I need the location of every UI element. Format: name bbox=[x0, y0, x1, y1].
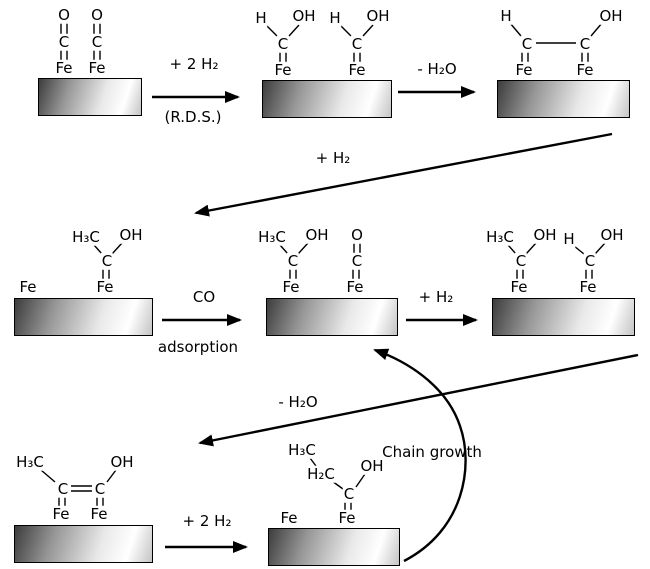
arrow-plus-h2-diagonal bbox=[194, 132, 613, 217]
atom-c: C bbox=[578, 34, 592, 53]
atom-h3c: H₃C bbox=[71, 227, 101, 246]
fe-surface-2 bbox=[262, 80, 392, 118]
atom-c: C bbox=[286, 251, 300, 270]
arrow-minus-h2o-diagonal bbox=[198, 353, 639, 447]
label-plus-2h2: + 2 H₂ bbox=[169, 54, 219, 73]
arrow-chain-growth bbox=[373, 348, 467, 563]
label-plus-2h2-bottom: + 2 H₂ bbox=[182, 511, 232, 530]
atom-fe: Fe bbox=[87, 58, 107, 77]
atom-h3c: H₃C bbox=[287, 440, 317, 459]
atom-c: C bbox=[583, 251, 597, 270]
atom-h: H bbox=[499, 6, 513, 25]
atom-oh: OH bbox=[291, 6, 317, 25]
bonds-structure-7 bbox=[40, 469, 117, 507]
label-chain-growth: Chain growth bbox=[382, 442, 482, 461]
atom-oh: OH bbox=[598, 6, 624, 25]
atom-o: O bbox=[350, 225, 364, 244]
bonds-structure-8 bbox=[309, 457, 366, 511]
atom-c: C bbox=[56, 479, 70, 498]
atom-oh: OH bbox=[365, 6, 391, 25]
atom-c: C bbox=[90, 32, 104, 51]
label-minus-h2o-diag: - H₂O bbox=[278, 392, 318, 411]
label-plus-h2: + H₂ bbox=[418, 287, 454, 306]
atom-c: C bbox=[93, 479, 107, 498]
fe-surface-7 bbox=[14, 525, 153, 563]
atom-fe: Fe bbox=[273, 60, 293, 79]
atom-c: C bbox=[276, 34, 290, 53]
label-plus-h2-diag: + H₂ bbox=[315, 148, 351, 167]
atom-oh: OH bbox=[599, 225, 625, 244]
atom-fe: Fe bbox=[575, 60, 595, 79]
atom-c: C bbox=[342, 484, 356, 503]
fe-surface-6 bbox=[492, 298, 635, 336]
atom-fe: Fe bbox=[509, 277, 529, 296]
label-minus-h2o-top: - H₂O bbox=[417, 59, 457, 78]
atom-h: H bbox=[254, 8, 268, 27]
atom-c: C bbox=[100, 251, 114, 270]
fe-surface-3 bbox=[497, 80, 630, 118]
atom-fe: Fe bbox=[281, 277, 301, 296]
atom-c: C bbox=[350, 251, 364, 270]
atom-h: H bbox=[328, 8, 342, 27]
atom-h3c: H₃C bbox=[257, 227, 287, 246]
fe-surface-8 bbox=[268, 528, 400, 566]
atom-c: C bbox=[520, 34, 534, 53]
atom-h: H bbox=[562, 229, 576, 248]
atom-fe: Fe bbox=[54, 58, 74, 77]
fe-surface-1 bbox=[38, 78, 142, 116]
atom-oh: OH bbox=[109, 452, 135, 471]
atom-fe: Fe bbox=[345, 277, 365, 296]
bonds-structure-1 bbox=[60, 22, 101, 61]
atom-fe: Fe bbox=[347, 60, 367, 79]
label-rds: (R.D.S.) bbox=[164, 107, 222, 126]
atom-oh: OH bbox=[532, 225, 558, 244]
atom-o: O bbox=[90, 5, 104, 24]
atom-fe: Fe bbox=[51, 504, 71, 523]
fe-surface-5 bbox=[266, 298, 398, 336]
atom-oh: OH bbox=[304, 225, 330, 244]
atom-fe: Fe bbox=[89, 504, 109, 523]
atom-oh: OH bbox=[118, 225, 144, 244]
atom-oh: OH bbox=[359, 456, 385, 475]
atom-h3c: H₃C bbox=[485, 227, 515, 246]
atom-c: C bbox=[514, 251, 528, 270]
atom-h3c: H₃C bbox=[15, 452, 45, 471]
atom-o: O bbox=[57, 5, 71, 24]
fe-surface-4 bbox=[14, 298, 153, 336]
atom-fe: Fe bbox=[95, 277, 115, 296]
atom-fe: Fe bbox=[279, 508, 299, 527]
atom-fe: Fe bbox=[514, 60, 534, 79]
atom-fe: Fe bbox=[578, 277, 598, 296]
label-adsorption: adsorption bbox=[157, 337, 239, 356]
atom-fe: Fe bbox=[18, 277, 38, 296]
atom-fe: Fe bbox=[337, 508, 357, 527]
atom-c: C bbox=[57, 32, 71, 51]
label-co: CO bbox=[192, 287, 216, 306]
atom-h2c: H₂C bbox=[306, 464, 336, 483]
atom-c: C bbox=[350, 34, 364, 53]
